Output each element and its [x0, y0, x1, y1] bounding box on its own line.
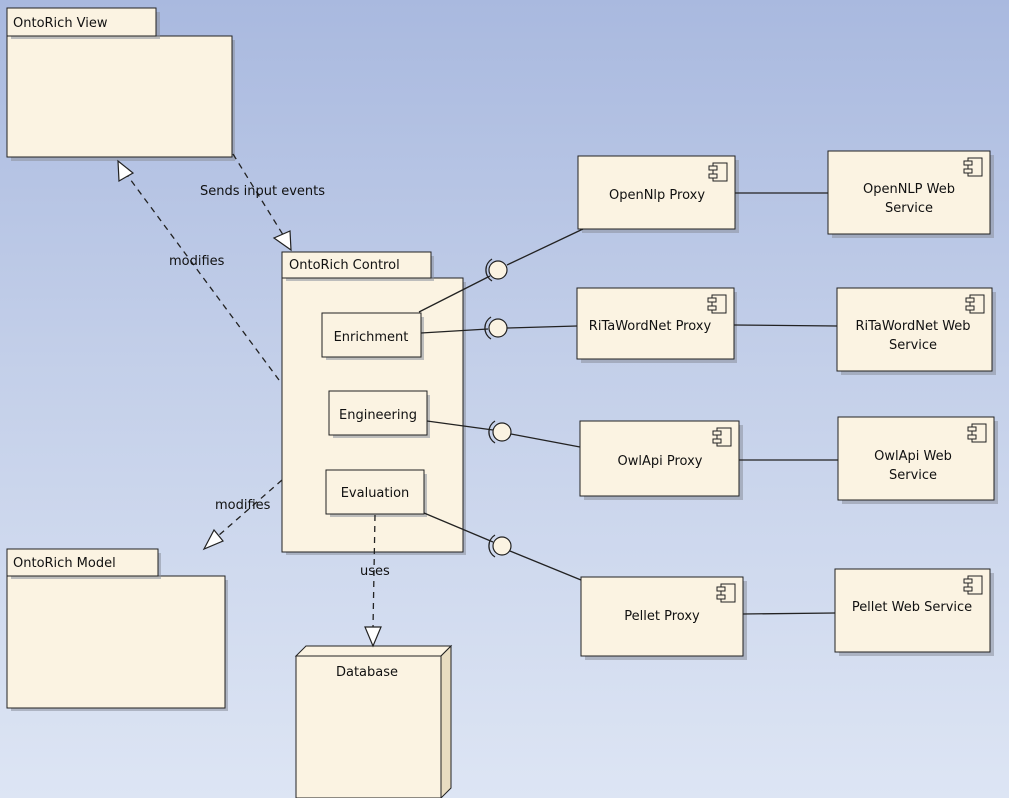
component-icon	[963, 575, 983, 595]
component-pellet-web-service[interactable]: Pellet Web Service	[834, 568, 994, 656]
component-icon	[707, 294, 727, 314]
component-icon	[967, 423, 987, 443]
component-opennlp-proxy[interactable]: OpenNlp Proxy	[577, 155, 739, 233]
component-icon	[965, 294, 985, 314]
connector-evaluation-pellet	[423, 512, 582, 581]
edge-label-modifies-view: modifies	[169, 254, 225, 269]
assoc-ritawordnet	[733, 324, 838, 327]
ritawordnet-service-label-line1: RiTaWordNet Web	[855, 319, 970, 334]
package-model-label: OntoRich Model	[13, 556, 116, 571]
pellet-proxy-label: Pellet Proxy	[624, 609, 700, 624]
lollipop-socket-icon	[492, 536, 512, 556]
component-opennlp-web-service[interactable]: OpenNLP Web Service	[827, 150, 994, 238]
connector-engineering-owlapi	[426, 420, 581, 448]
connector-enrichment-opennlp	[418, 228, 584, 313]
package-ontorich-view[interactable]: OntoRich View	[6, 7, 235, 161]
owlapi-service-label-line2: Service	[889, 468, 937, 483]
component-owlapi-web-service[interactable]: OwlApi Web Service	[837, 416, 998, 504]
lollipop-socket-icon	[488, 260, 508, 280]
component-owlapi-proxy[interactable]: OwlApi Proxy	[579, 420, 743, 500]
part-engineering[interactable]: Engineering	[328, 390, 430, 438]
dependency-control-modifies-model: modifies	[202, 479, 283, 551]
dependency-evaluation-uses-database: uses	[360, 514, 390, 648]
component-pellet-proxy[interactable]: Pellet Proxy	[580, 576, 747, 660]
opennlp-proxy-label: OpenNlp Proxy	[609, 188, 705, 203]
edge-label-uses: uses	[360, 564, 390, 579]
owlapi-service-label-line1: OwlApi Web	[874, 449, 952, 464]
component-icon	[708, 162, 728, 182]
opennlp-service-label-line1: OpenNLP Web	[863, 182, 955, 197]
database-label: Database	[336, 665, 398, 680]
edge-label-modifies-model: modifies	[215, 498, 271, 513]
component-icon	[712, 427, 732, 447]
assoc-pellet	[742, 612, 836, 615]
owlapi-proxy-label: OwlApi Proxy	[618, 454, 703, 469]
part-enrichment[interactable]: Enrichment	[321, 312, 424, 360]
engineering-label: Engineering	[339, 408, 417, 423]
node-database[interactable]: Database	[294, 644, 453, 798]
dependency-view-to-control: Sends input events	[200, 153, 325, 252]
package-view-label: OntoRich View	[13, 16, 108, 31]
edge-label-sends-input: Sends input events	[200, 184, 325, 199]
lollipop-socket-icon	[488, 318, 508, 338]
enrichment-label: Enrichment	[334, 330, 409, 345]
evaluation-label: Evaluation	[341, 486, 410, 501]
lollipop-socket-icon	[492, 422, 512, 442]
connector-enrichment-ritawordnet	[420, 316, 578, 340]
pellet-service-label: Pellet Web Service	[852, 600, 972, 615]
part-evaluation[interactable]: Evaluation	[325, 469, 427, 517]
package-ontorich-model[interactable]: OntoRich Model	[6, 548, 228, 711]
component-icon	[963, 157, 983, 177]
ritawordnet-proxy-label: RiTaWordNet Proxy	[589, 319, 712, 334]
opennlp-service-label-line2: Service	[885, 201, 933, 216]
package-control-label: OntoRich Control	[289, 258, 400, 273]
dependency-control-modifies-view: modifies	[117, 159, 280, 381]
component-ritawordnet-web-service[interactable]: RiTaWordNet Web Service	[836, 287, 996, 375]
component-ritawordnet-proxy[interactable]: RiTaWordNet Proxy	[576, 287, 737, 363]
component-icon	[716, 583, 736, 603]
ritawordnet-service-label-line2: Service	[889, 338, 937, 353]
